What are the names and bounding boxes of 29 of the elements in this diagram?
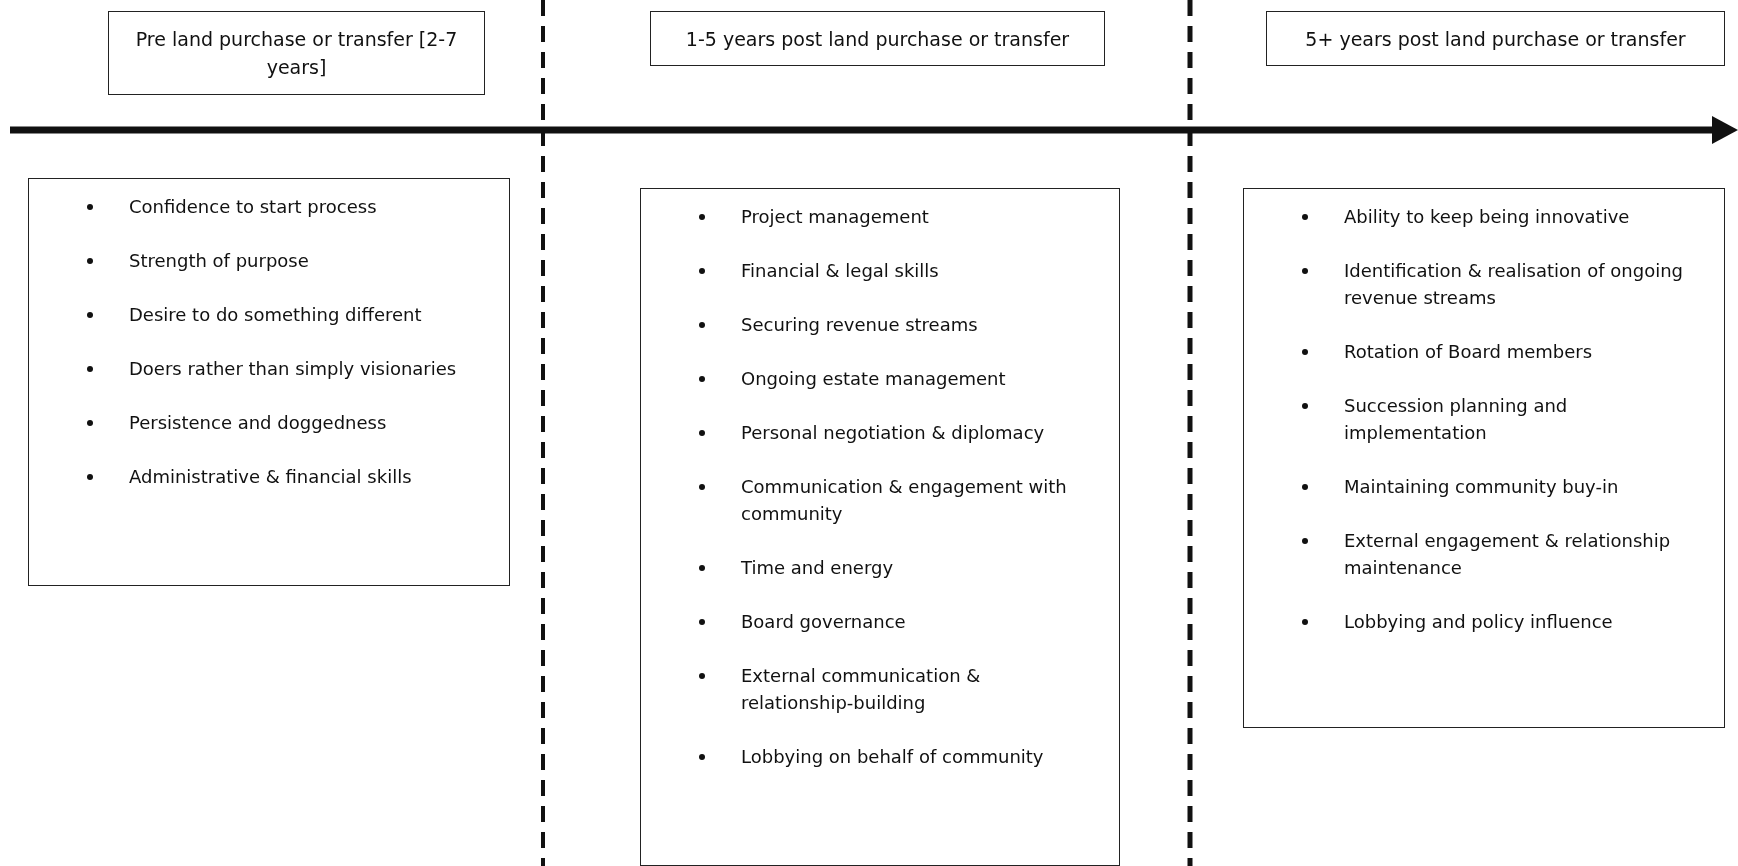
skills-list-box xyxy=(28,178,510,586)
list-item-text: Communication & engagement with community xyxy=(741,475,1068,526)
list-item-text: Confidence to start process xyxy=(129,195,377,219)
list-item-text: Maintaining community buy-in xyxy=(1344,475,1619,499)
skills-list-box xyxy=(640,188,1120,866)
list-item-text: Lobbying and policy influence xyxy=(1344,610,1613,634)
list-item-text: Ongoing estate management xyxy=(741,367,1006,391)
list-item-text: Board governance xyxy=(741,610,906,634)
list-item-text: Ability to keep being innovative xyxy=(1344,205,1630,229)
phase-label-box: 5+ years post land purchase or transfer xyxy=(1266,11,1725,66)
list-item-text: Persistence and doggedness xyxy=(129,411,387,435)
list-item-text: Identification & realisation of ongoing revenue streams xyxy=(1344,259,1684,310)
list-item-text: Strength of purpose xyxy=(129,249,309,273)
list-item-text: External communication & relationship-building xyxy=(741,664,982,715)
list-item-text: Succession planning and implementation xyxy=(1344,394,1569,445)
list-item-text: Personal negotiation & diplomacy xyxy=(741,421,1045,445)
list-item-text: Desire to do something different xyxy=(129,303,422,327)
list-item-text: Securing revenue streams xyxy=(741,313,978,337)
list-item-text: Administrative & financial skills xyxy=(129,465,412,489)
list-item-text: Time and energy xyxy=(741,556,894,580)
list-item-text: Rotation of Board members xyxy=(1344,340,1593,364)
phase-label-box: 1-5 years post land purchase or transfer xyxy=(650,11,1105,66)
list-item-text: Financial & legal skills xyxy=(741,259,939,283)
list-item-text: Project management xyxy=(741,205,929,229)
list-item-text: External engagement & relationship maintenance xyxy=(1344,529,1672,580)
skills-list-box xyxy=(1243,188,1725,728)
phase-label-box: Pre land purchase or transfer [2-7 years] xyxy=(108,11,485,95)
list-item-text: Lobbying on behalf of community xyxy=(741,745,1044,769)
list-item-text: Doers rather than simply visionaries xyxy=(129,357,457,381)
